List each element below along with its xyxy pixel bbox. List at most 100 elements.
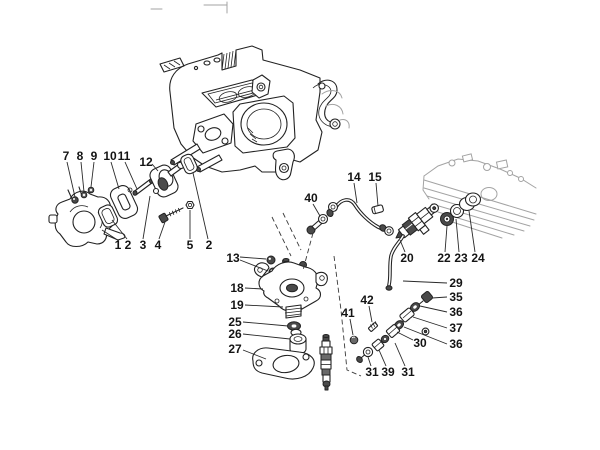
- callout-39-34: 39: [381, 365, 395, 379]
- gasket-2b: [180, 153, 198, 175]
- cylinder-bore: [240, 102, 288, 146]
- leader-line-35-26: [431, 296, 448, 299]
- callout-7-0: 7: [63, 149, 70, 163]
- leader-line-10-3: [110, 161, 120, 190]
- nut-13: [266, 255, 276, 265]
- leader-line-39-34: [378, 349, 387, 367]
- mounting-stud: [196, 154, 223, 173]
- banjo-eye-31: [356, 346, 374, 363]
- callout-12-5: 12: [139, 155, 153, 169]
- callout-40-18: 40: [304, 191, 318, 205]
- injector-bore: [480, 187, 498, 201]
- leader-line-24-24: [468, 210, 476, 253]
- fuel-pump-assembly: [48, 153, 198, 248]
- gasket-27: [252, 347, 315, 380]
- fuel-hose-29: [385, 234, 405, 291]
- alignment-dash-lines: [271, 212, 362, 377]
- nut-5: [185, 200, 195, 210]
- leader-line-2-7: [111, 219, 128, 240]
- leader-line-29-25: [402, 280, 448, 284]
- pump-lever: [103, 227, 126, 241]
- banjo-bolt-40: [306, 213, 329, 235]
- callout-24-24: 24: [471, 251, 485, 265]
- union-30: [385, 324, 401, 338]
- crankcase-drawing: [159, 45, 350, 181]
- callout-41-32: 41: [341, 306, 355, 320]
- sleeve-24: [458, 192, 482, 212]
- callout-3-8: 3: [140, 238, 147, 252]
- scan-artifacts: [150, 1, 228, 14]
- callout-22-22: 22: [437, 251, 451, 265]
- leader-line-42-31: [368, 305, 373, 323]
- tee-fitting-37: [399, 307, 430, 336]
- spacer-plate-10: [109, 185, 139, 219]
- nut-7: [71, 196, 79, 204]
- cylinder-head-drawing: [422, 153, 537, 239]
- injector-20: [395, 203, 439, 239]
- callout-42-31: 42: [360, 293, 374, 307]
- callout-1-6: 1: [115, 238, 122, 252]
- callout-36-29: 36: [449, 337, 463, 351]
- callout-35-26: 35: [449, 290, 463, 304]
- callout-9-2: 9: [91, 149, 98, 163]
- pipe-union-nut: [384, 226, 394, 236]
- leader-line-15-20: [375, 182, 379, 207]
- callout-36-27: 36: [449, 305, 463, 319]
- fuel-line-assembly: [306, 198, 394, 236]
- callout-27-17: 27: [228, 342, 242, 356]
- callout-23-23: 23: [454, 251, 468, 265]
- pump-flange-12: [149, 160, 186, 198]
- leader-line-27-17: [242, 349, 267, 360]
- callout-5-10: 5: [187, 238, 194, 252]
- ball-41: [349, 335, 359, 345]
- leader-line-36-27: [419, 305, 448, 313]
- banjo-bolt-35: [420, 290, 434, 304]
- sleeve-26: [289, 333, 307, 355]
- leader-line-2-11: [192, 172, 209, 240]
- callout-37-28: 37: [449, 321, 463, 335]
- leader-line-8-1: [80, 161, 85, 193]
- leader-line-1-6: [101, 229, 117, 240]
- callout-30-30: 30: [413, 336, 427, 350]
- leader-line-13-12: [239, 256, 267, 260]
- leader-line-36-29: [403, 326, 448, 345]
- fuel-tap-assembly: [252, 255, 333, 391]
- filter-cartridge-drawing: [319, 334, 333, 391]
- plug-15: [371, 204, 384, 215]
- injector-assembly: [395, 192, 482, 239]
- leader-line-12-5: [151, 163, 159, 172]
- leader-line-37-28: [412, 316, 448, 329]
- callout-4-9: 4: [155, 238, 162, 252]
- leader-line-40-18: [312, 203, 321, 217]
- leader-line-23-23: [455, 218, 460, 253]
- leader-line-9-2: [90, 161, 95, 188]
- callout-14-19: 14: [347, 170, 361, 184]
- callout-20-21: 20: [400, 251, 414, 265]
- callout-13-12: 13: [226, 251, 240, 265]
- leader-line-11-4: [124, 161, 138, 190]
- pin-42: [368, 321, 379, 332]
- tap-stem-19: [284, 304, 303, 319]
- leader-line-31-33: [367, 356, 372, 367]
- callout-11-4: 11: [118, 149, 131, 163]
- head-stud: [448, 159, 456, 167]
- callout-8-1: 8: [77, 149, 84, 163]
- callout-18-13: 18: [230, 281, 244, 295]
- leader-line-41-32: [349, 318, 354, 336]
- bolt-4: [158, 207, 184, 224]
- return-line-fittings: [349, 290, 434, 363]
- callout-29-25: 29: [449, 276, 463, 290]
- callout-10-3: 10: [103, 149, 117, 163]
- mounting-stud: [170, 143, 201, 166]
- leader-line-14-19: [353, 182, 358, 204]
- nut-39: [371, 338, 385, 352]
- leader-line-30-30: [396, 331, 414, 341]
- callout-31-33: 31: [365, 365, 379, 379]
- leader-line-13-12-1: [239, 259, 269, 272]
- leader-line-25-15: [242, 321, 289, 327]
- leader-line-19-14: [244, 304, 284, 308]
- callout-2-11: 2: [206, 238, 213, 252]
